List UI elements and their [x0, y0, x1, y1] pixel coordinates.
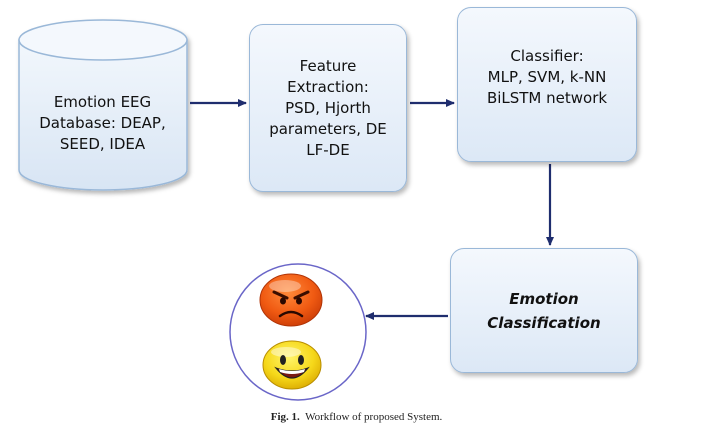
smiling-face-icon	[262, 340, 322, 390]
database-line-3: SEED, IDEA	[59, 135, 146, 153]
feature-line-4: parameters, DE	[269, 119, 387, 138]
classifier-line-1: Classifier:	[510, 47, 584, 65]
feature-line-1: Feature	[299, 56, 357, 75]
caption-text: Workflow of proposed System.	[305, 411, 443, 423]
angry-face-icon	[259, 273, 323, 327]
emotion-line-2: Classification	[487, 313, 601, 332]
classifier-line-2: MLP, SVM, k-NN	[487, 68, 607, 86]
feature-line-3: PSD, Hjorth	[285, 98, 371, 117]
classifier-line-3: BiLSTM network	[486, 89, 608, 107]
feature-line-5: LF-DE	[306, 140, 350, 159]
feature-line-2: Extraction:	[287, 77, 369, 96]
database-cylinder	[18, 19, 188, 191]
caption-label: Fig. 1.	[270, 411, 300, 423]
database-line-2: Database: DEAP,	[39, 114, 166, 132]
feature-extraction-box: Feature Extraction: PSD, Hjorth paramete…	[249, 24, 407, 192]
database-label: Emotion EEG Database: DEAP, SEED, IDEA	[19, 92, 186, 155]
database-line-1: Emotion EEG	[53, 93, 152, 111]
emotion-line-1: Emotion	[509, 289, 579, 308]
emotion-classification-box: Emotion Classification	[450, 248, 638, 373]
figure-caption: Fig. 1. Workflow of proposed System.	[0, 411, 713, 423]
classifier-box: Classifier: MLP, SVM, k-NN BiLSTM networ…	[457, 7, 637, 162]
